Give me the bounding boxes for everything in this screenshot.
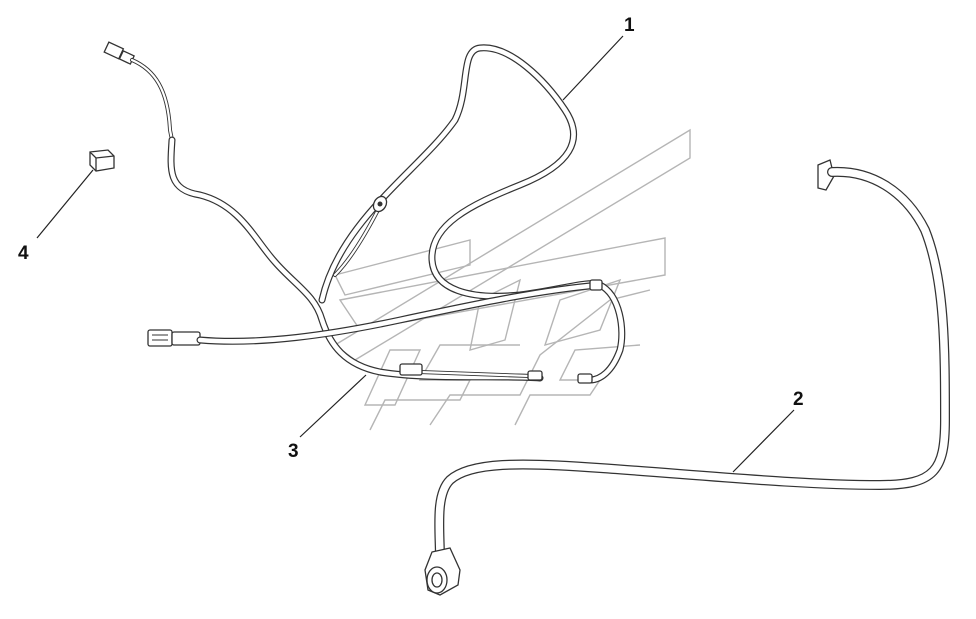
callout-4: 4 xyxy=(18,243,29,264)
watermark-logo xyxy=(333,128,691,431)
leader-lines xyxy=(36,35,795,473)
part-3-harness xyxy=(147,279,626,384)
callout-2: 2 xyxy=(793,389,804,410)
part-2-hose xyxy=(424,159,950,596)
part-4-clip xyxy=(89,149,115,172)
part-1-wiring-harness xyxy=(103,41,604,382)
callout-1: 1 xyxy=(624,15,635,36)
callout-3: 3 xyxy=(288,441,299,462)
